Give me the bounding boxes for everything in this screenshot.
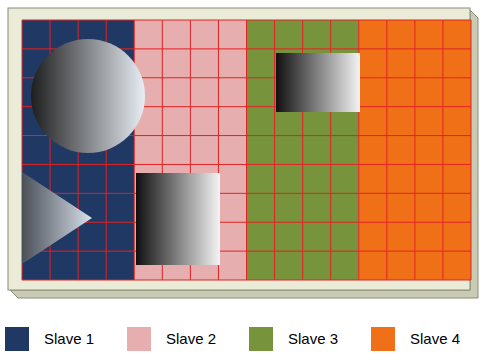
legend-label: Slave 3 (288, 330, 338, 347)
grid-columns (22, 20, 471, 280)
grid-line (274, 20, 275, 280)
grid-line (22, 20, 471, 21)
legend-swatch (371, 327, 395, 351)
triangle-shape (22, 172, 92, 264)
grid-line (246, 20, 247, 280)
legend-swatch (5, 327, 29, 351)
legend-label: Slave 2 (166, 330, 216, 347)
grid-line (22, 222, 471, 223)
grid-line (134, 20, 135, 280)
panel-face (8, 8, 470, 290)
legend-swatch (127, 327, 151, 351)
legend-label: Slave 1 (44, 330, 94, 347)
circle-shape (31, 39, 145, 153)
slave-region (134, 20, 246, 280)
panel-bevel (10, 10, 478, 298)
grid-line (442, 20, 443, 280)
grid-line (414, 20, 415, 280)
legend-label: Slave 4 (410, 330, 460, 347)
rectangle-shape (276, 53, 360, 112)
rectangle-shape (136, 173, 220, 265)
grid-line (22, 251, 471, 252)
grid-lines (22, 20, 471, 280)
grid-line (22, 164, 471, 165)
legend-swatch (249, 327, 273, 351)
grid-line (22, 193, 471, 194)
grid-line (471, 20, 472, 280)
grid-line (386, 20, 387, 280)
slave-region (359, 20, 471, 280)
grid-line (22, 280, 471, 281)
